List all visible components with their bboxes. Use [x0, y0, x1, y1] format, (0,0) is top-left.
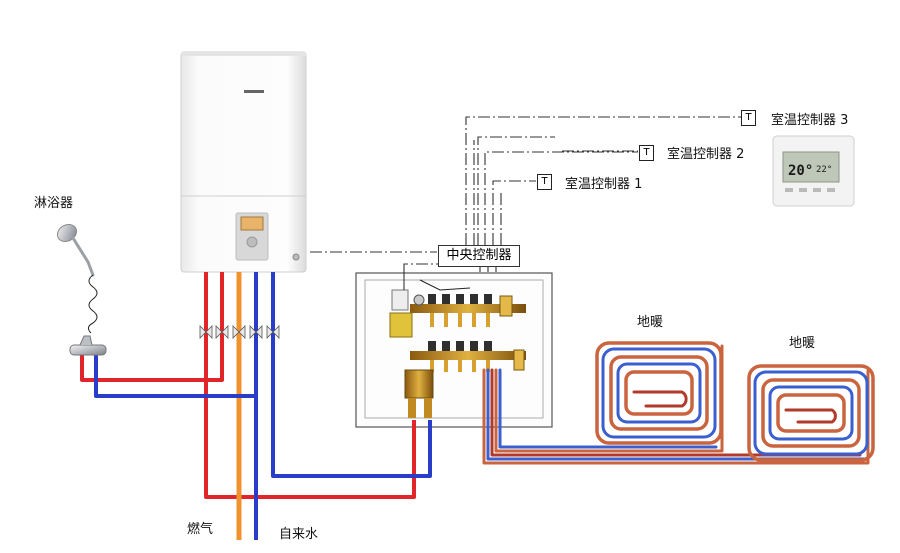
thermostat-setpoint-readout: 22°: [816, 165, 832, 175]
thermostat-3-line: [465, 116, 741, 245]
thermostat-2-line-a: [477, 136, 638, 245]
cold-water-to-shower: [94, 272, 258, 398]
floor-loop-1-outer: [595, 341, 723, 445]
return-valve-group: [404, 369, 434, 399]
thermostat-3-symbol: T: [741, 110, 756, 126]
boiler-pipes: [80, 272, 432, 540]
mixing-valve: [391, 289, 409, 311]
manifold-box: [355, 272, 553, 428]
floor-loop-2-outer: [747, 364, 875, 462]
boiler-gauge: [292, 253, 300, 261]
thermostat-device: 20° 22°: [772, 135, 855, 207]
thermostat-2-label: 室温控制器 2: [667, 147, 745, 162]
thermostat-screen: [782, 151, 840, 183]
hot-water-pipe: [80, 272, 224, 382]
boiler-display: [240, 216, 264, 231]
thermostat-2-symbol: T: [639, 145, 654, 161]
pressure-gauge: [413, 294, 425, 306]
thermostat-2-line: [484, 151, 638, 245]
isolation-valves: [199, 325, 280, 339]
boiler-knob: [246, 236, 258, 248]
bypass-valve: [513, 349, 525, 371]
thermostat-3-label: 室温控制器 3: [771, 113, 849, 128]
manifold-lower-bar: [410, 351, 526, 360]
heating-supply-pipe: [204, 272, 416, 499]
heating-return-pipe: [271, 272, 432, 478]
shower-label: 淋浴器: [34, 196, 74, 211]
box-control-line: [403, 263, 438, 272]
central-controller-box: 中央控制器: [438, 245, 520, 267]
boiler-logo: [244, 90, 264, 93]
floor-heating-label-2: 地暖: [789, 336, 816, 351]
wall-hung-boiler: [180, 51, 307, 273]
control-wiring: [310, 116, 741, 272]
floor-heating-loops: [482, 341, 875, 465]
tap-water-label: 自来水: [279, 527, 319, 542]
circulation-pump: [389, 312, 413, 338]
manifold-upper-bar: [410, 304, 526, 313]
thermostat-1-label: 室温控制器 1: [565, 177, 643, 192]
shower-head: [56, 223, 107, 356]
floor-heating-label-1: 地暖: [637, 315, 664, 330]
thermostat-temp-readout: 20°: [788, 163, 813, 179]
gas-label: 燃气: [187, 522, 214, 537]
thermostat-1-symbol: T: [537, 174, 552, 190]
zone-valve: [499, 295, 513, 317]
thermostat-1-line: [492, 180, 536, 245]
shower-mixer: [69, 344, 107, 356]
